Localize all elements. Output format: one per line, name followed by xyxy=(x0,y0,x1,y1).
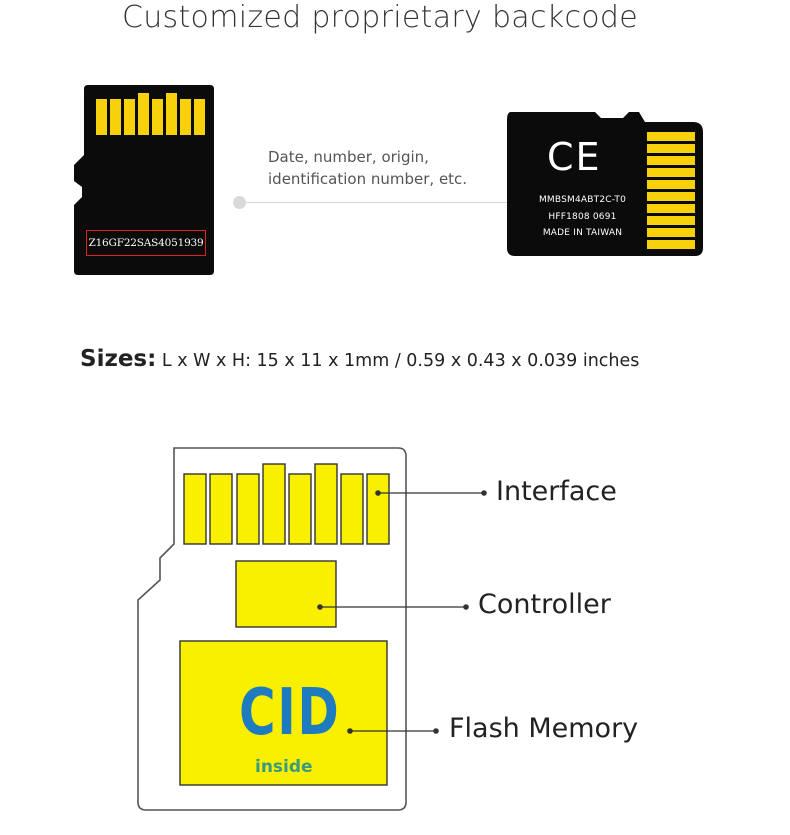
label-flash-memory: Flash Memory xyxy=(449,713,639,744)
pointer-line xyxy=(240,202,515,203)
cid-inside-text: inside xyxy=(255,757,313,777)
page-title: Customized proprietary backcode xyxy=(121,0,638,35)
pointer-dot xyxy=(233,196,246,209)
back-code-line-1: MMBSM4ABT2C-T0 xyxy=(538,195,627,205)
ce-mark-icon: CE xyxy=(547,135,602,179)
cid-logo: CID xyxy=(239,676,341,750)
label-interface: Interface xyxy=(496,476,617,507)
back-code-line-3: MADE IN TAIWAN xyxy=(542,228,623,238)
card-structure-diagram xyxy=(137,447,487,811)
label-controller: Controller xyxy=(478,589,611,620)
sizes-label: Sizes: xyxy=(80,346,157,372)
sizes-value: L x W x H: 15 x 11 x 1mm / 0.59 x 0.43 x… xyxy=(161,351,640,371)
microsd-back-card xyxy=(507,112,703,256)
backcode-caption: Date, number, origin, identification num… xyxy=(268,148,468,188)
back-code-line-2: HFF1808 0691 xyxy=(548,212,617,222)
serial-number-box: Z16GF22SAS4051939 xyxy=(86,230,206,256)
microsd-front-card xyxy=(74,85,214,275)
sizes-line: Sizes: L x W x H: 15 x 11 x 1mm / 0.59 x… xyxy=(80,346,639,372)
